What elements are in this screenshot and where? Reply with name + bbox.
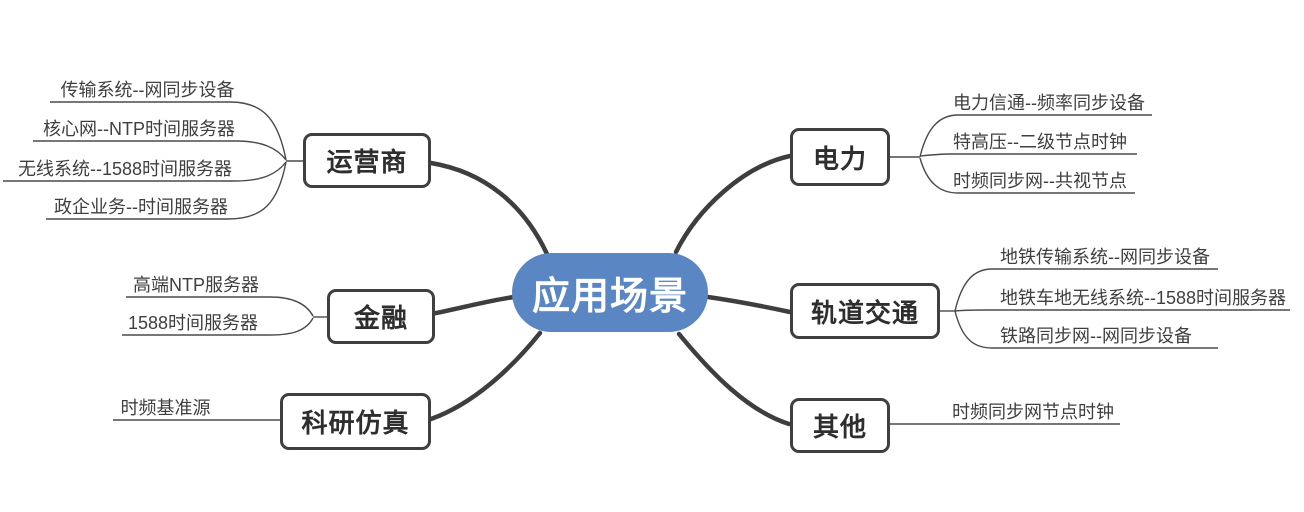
leaf-power-2[interactable]: 特高压--二级节点时钟	[953, 132, 1127, 152]
leaf-line-rail-3	[954, 310, 1218, 349]
leaf-other-1[interactable]: 时频同步网节点时钟	[952, 402, 1114, 422]
leaf-line-finance-2	[122, 317, 314, 336]
branch-node-other[interactable]: 其他	[790, 398, 890, 453]
leaf-finance-1[interactable]: 高端NTP服务器	[133, 275, 259, 295]
leaf-operators-3[interactable]: 无线系统--1588时间服务器	[17, 159, 233, 179]
curve-center-rail	[705, 294, 793, 315]
leaf-line-rail-1	[954, 268, 1218, 312]
branch-node-rail[interactable]: 轨道交通	[790, 283, 940, 339]
leaf-line-finance-1	[126, 296, 314, 317]
leaf-line-power-3	[919, 157, 1135, 194]
leaf-line-operators-3	[3, 161, 287, 182]
curve-center-power	[673, 153, 793, 255]
branch-node-finance[interactable]: 金融	[327, 289, 435, 344]
curve-center-operators	[428, 160, 550, 257]
leaf-line-rail-2	[954, 309, 1290, 312]
curve-center-other	[676, 331, 792, 427]
curve-center-finance	[428, 294, 517, 317]
leaf-operators-1[interactable]: 传输系统--网同步设备	[60, 80, 235, 100]
curve-center-research	[428, 330, 543, 422]
branch-node-operators[interactable]: 运营商	[303, 133, 431, 188]
center-node[interactable]: 应用场景	[512, 253, 708, 332]
leaf-line-operators-4	[46, 161, 287, 220]
leaf-line-power-2	[919, 153, 1137, 157]
leaf-operators-4[interactable]: 政企业务--时间服务器	[54, 197, 228, 217]
leaf-finance-2[interactable]: 1588时间服务器	[127, 313, 259, 333]
leaf-power-3[interactable]: 时频同步网--共视节点	[953, 171, 1127, 191]
leaf-line-operators-2	[33, 140, 287, 161]
leaf-power-1[interactable]: 电力信通--频率同步设备	[953, 93, 1145, 113]
leaf-operators-2[interactable]: 核心网--NTP时间服务器	[43, 119, 235, 139]
leaf-research-1[interactable]: 时频基准源	[120, 398, 211, 418]
leaf-rail-1[interactable]: 地铁传输系统--网同步设备	[1000, 247, 1210, 267]
leaf-rail-2[interactable]: 地铁车地无线系统--1588时间服务器	[1000, 288, 1287, 308]
branch-node-research[interactable]: 科研仿真	[280, 393, 431, 450]
leaf-rail-3[interactable]: 铁路同步网--网同步设备	[1000, 326, 1192, 346]
branch-node-power[interactable]: 电力	[790, 128, 890, 186]
leaf-line-operators-1	[50, 101, 287, 161]
leaf-line-power-1	[919, 114, 1152, 158]
